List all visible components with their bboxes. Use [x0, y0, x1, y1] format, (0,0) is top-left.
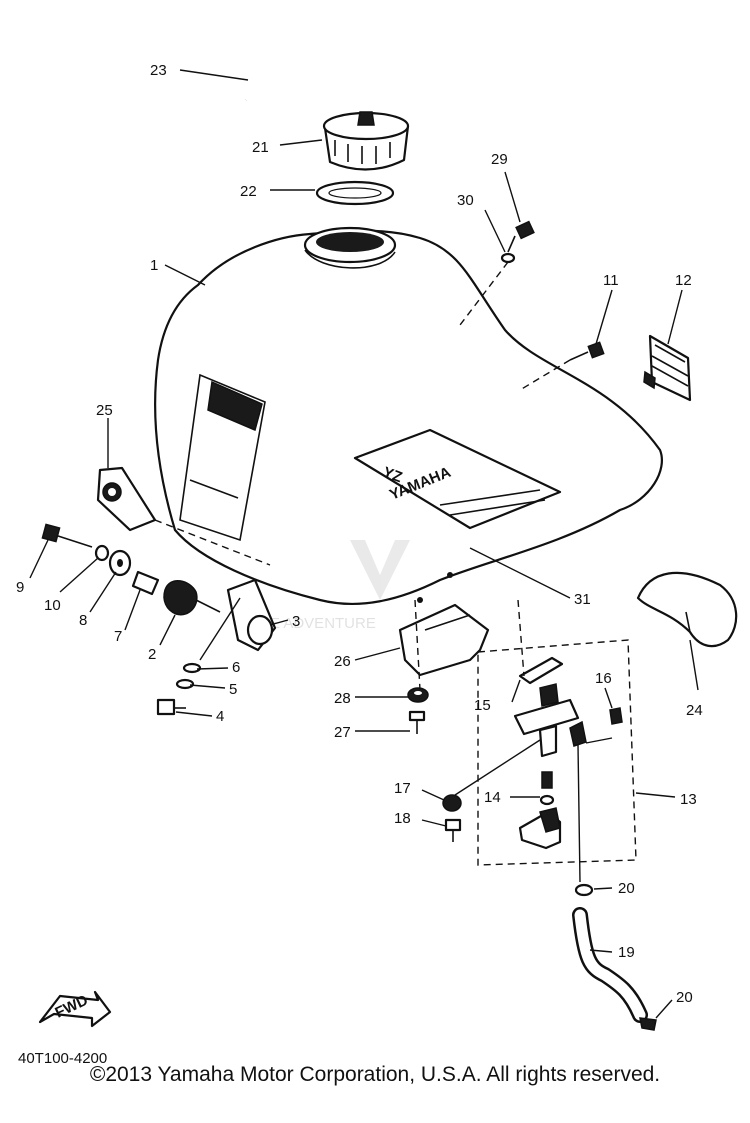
callout-9: 9	[16, 579, 24, 596]
callout-19: 19	[618, 944, 635, 961]
callout-11: 11	[603, 272, 619, 289]
screw-16	[609, 707, 623, 725]
callout-12: 12	[675, 272, 692, 289]
callout-17: 17	[394, 780, 411, 797]
collar-8	[108, 549, 132, 577]
gasket-15	[518, 656, 564, 685]
fuel-cock-body	[513, 683, 587, 758]
callout-5: 5	[229, 681, 237, 698]
watermark: E ADVENTURE	[270, 540, 410, 632]
plate-26	[398, 603, 490, 677]
callout-31: 31	[574, 591, 591, 608]
callout-2: 2	[148, 646, 156, 663]
clip-20-upper	[574, 883, 594, 897]
washer-10	[94, 544, 110, 562]
drawing-code: 40T100-4200	[18, 1050, 107, 1067]
callout-25: 25	[96, 402, 113, 419]
callout-numbers: 23 21 22 1 29 30 11 12 25 9 10 8 7 2 3 6…	[16, 62, 703, 1006]
pad-24	[636, 571, 738, 648]
fuel-cap-21	[322, 111, 410, 171]
fuel-hose-19	[572, 907, 648, 1023]
washer-17	[442, 794, 462, 812]
callout-20-upper: 20	[618, 880, 635, 897]
callout-1: 1	[150, 257, 158, 274]
washer-30	[500, 252, 516, 264]
callout-28: 28	[334, 690, 351, 707]
fwd-arrow: FWD	[38, 990, 112, 1028]
screw-29	[507, 220, 535, 253]
bolt-27	[408, 710, 426, 734]
callout-4: 4	[216, 708, 224, 725]
callout-22: 22	[240, 183, 257, 200]
lever	[518, 807, 562, 850]
callout-14: 14	[484, 789, 501, 806]
callout-3: 3	[292, 613, 300, 630]
yz-logo: YZ	[381, 464, 405, 487]
watermark-text: E ADVENTURE	[270, 615, 376, 632]
fuel-cock-assembly-13	[477, 639, 637, 866]
cap-gasket-22	[315, 180, 395, 206]
bracket-25	[96, 466, 157, 532]
callout-16: 16	[595, 670, 612, 687]
callout-13: 13	[680, 791, 697, 808]
breather-hose-23	[242, 32, 376, 102]
callout-26: 26	[334, 653, 351, 670]
callout-23: 23	[150, 62, 167, 79]
bolt-11	[569, 341, 605, 361]
screw-18	[444, 818, 462, 842]
spring-14	[539, 771, 555, 806]
callout-30: 30	[457, 192, 474, 209]
bracket-3	[226, 578, 277, 652]
callout-27: 27	[334, 724, 351, 741]
callout-lines	[29, 69, 699, 1019]
copyright-footer: ©2013 Yamaha Motor Corporation, U.S.A. A…	[89, 1063, 661, 1086]
callout-7: 7	[114, 628, 122, 645]
damper-28	[407, 687, 429, 703]
bolt-9	[41, 523, 93, 548]
callout-8: 8	[79, 612, 87, 629]
callout-10: 10	[44, 597, 61, 614]
callout-15: 15	[474, 697, 491, 714]
washer-6	[182, 662, 202, 674]
fuel-tank-1: YZ YAMAHA	[154, 226, 663, 606]
bolt-4	[156, 698, 186, 716]
tank-band-12	[643, 334, 692, 402]
damper-2	[163, 580, 221, 616]
callout-29: 29	[491, 151, 508, 168]
callout-21: 21	[252, 139, 269, 156]
clip-20-lower	[639, 1017, 657, 1031]
spacer-7	[131, 570, 160, 596]
callout-6: 6	[232, 659, 240, 676]
callout-18: 18	[394, 810, 411, 827]
callout-24: 24	[686, 702, 703, 719]
washer-5	[175, 678, 195, 690]
callout-20-lower: 20	[676, 989, 693, 1006]
